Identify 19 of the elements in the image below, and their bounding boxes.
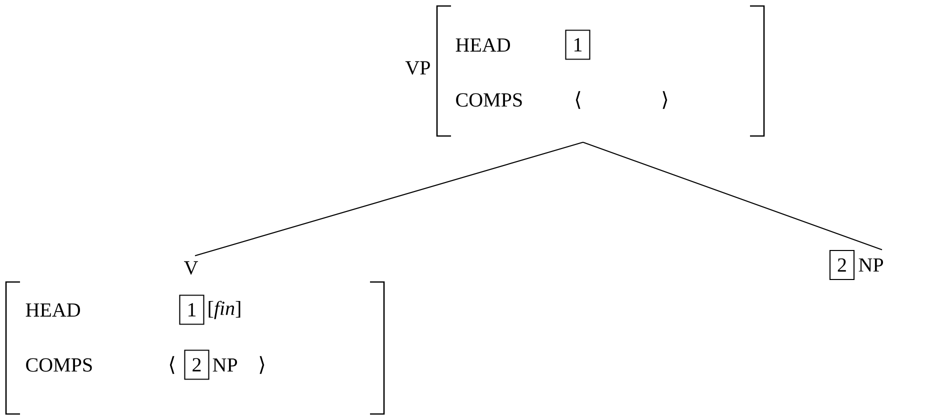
angle-bracket: ⟨: [576, 91, 580, 109]
tree-branch: [194, 142, 584, 256]
category-label: NP: [212, 358, 238, 372]
category-label: V: [184, 261, 198, 275]
feature-label: HEAD: [26, 303, 80, 317]
feature-label: COMPS: [26, 358, 92, 372]
angle-bracket: ⟨: [170, 356, 174, 374]
tag-box: 2: [829, 250, 855, 280]
value-label: [fin]: [208, 300, 240, 320]
angle-bracket: ⟩: [260, 356, 264, 374]
tag-box: 1: [565, 30, 590, 60]
tag-box: 2: [184, 350, 210, 380]
tag-box: 1: [179, 294, 204, 325]
feature-label: COMPS: [456, 93, 522, 107]
angle-bracket: ⟩: [662, 91, 668, 109]
category-label: VP: [405, 61, 430, 75]
feature-label: HEAD: [456, 38, 510, 52]
tree-branch: [582, 142, 882, 250]
category-label: NP: [858, 258, 884, 272]
